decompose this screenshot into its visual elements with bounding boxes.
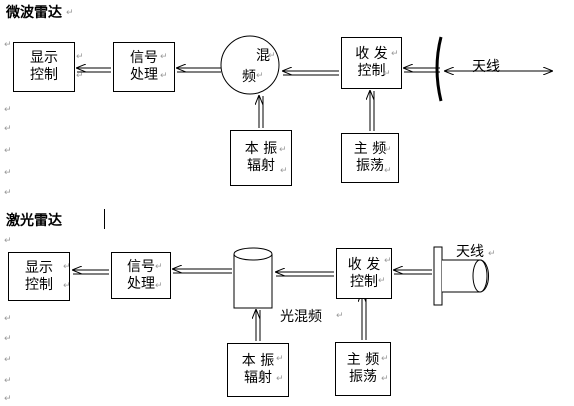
paragraph-mark: ↵: [4, 314, 12, 324]
laser-antenna-label: 天线: [456, 244, 484, 260]
main-osc-line-2: 振荡: [349, 369, 377, 385]
paragraph-mark: ↵: [268, 51, 276, 61]
main-osc-line-1: 主 频: [353, 141, 387, 157]
paragraph-mark: ↵: [160, 52, 168, 62]
txrx-line-1: 收 发: [355, 46, 388, 62]
paragraph-mark: ↵: [381, 374, 389, 384]
paragraph-mark: ↵: [155, 281, 163, 291]
paragraph-mark: ↵: [384, 145, 392, 155]
paragraph-mark: ↵: [66, 8, 74, 18]
paragraph-mark: ↵: [76, 71, 84, 81]
microwave-radar-title: 微波雷达: [6, 5, 62, 21]
laser-main-osc-box: 主 频 振荡: [335, 342, 391, 396]
signal-line-2: 处理: [130, 67, 158, 83]
paragraph-mark: ↵: [384, 166, 392, 176]
paragraph-mark: ↵: [63, 281, 71, 291]
signal-line-1: 信号: [130, 50, 158, 66]
microwave-local-osc-box: 本 振 辐射: [230, 130, 292, 186]
paragraph-mark: ↵: [4, 355, 12, 365]
main-osc-line-2: 振荡: [356, 158, 384, 174]
laser-display-control-box: 显示 控制: [8, 252, 70, 301]
laser-local-osc-box: 本 振 辐射: [227, 343, 289, 397]
txrx-line-1: 收 发: [347, 256, 381, 273]
local-osc-line-1: 本 振: [244, 141, 278, 157]
paragraph-mark: ↵: [160, 71, 168, 81]
microwave-display-control-box: 显示 控制: [13, 42, 75, 92]
microwave-mixer-label-2: 频: [242, 69, 256, 85]
paragraph-mark: ↵: [63, 262, 71, 272]
paragraph-mark: ↵: [384, 256, 392, 266]
laser-connectors: [73, 246, 490, 341]
paragraph-mark: ↵: [4, 376, 12, 386]
microwave-connectors: [77, 35, 552, 131]
paragraph-mark: ↵: [383, 69, 391, 79]
laser-signal-processing-box: 信号 处理: [111, 252, 171, 299]
paragraph-mark: ↵: [276, 354, 284, 364]
paragraph-mark: ↵: [4, 105, 12, 115]
mixer-circle: [220, 35, 280, 95]
display-line-1: 显示: [25, 259, 53, 276]
paragraph-mark: ↵: [4, 124, 12, 134]
microwave-mixer-label-1: 混: [256, 48, 270, 64]
laser-optical-mixing-label: 光混频: [280, 309, 322, 325]
local-osc-line-1: 本 振: [241, 353, 275, 369]
paragraph-mark: ↵: [155, 262, 163, 272]
paragraph-mark: ↵: [4, 188, 12, 198]
paragraph-mark: ↵: [391, 49, 399, 59]
microwave-signal-processing-box: 信号 处理: [113, 42, 175, 92]
paragraph-mark: ↵: [4, 40, 12, 50]
dish-antenna-shape: [435, 36, 443, 102]
paragraph-mark: ↵: [76, 52, 84, 62]
microwave-main-osc-box: 主 频 振荡: [341, 133, 399, 183]
microwave-txrx-control-box: 收 发 控制: [341, 37, 402, 89]
laser-antenna-shape: [433, 246, 490, 306]
laser-radar-title: 激光雷达: [6, 213, 62, 229]
paragraph-mark: ↵: [256, 71, 264, 81]
display-line-1: 显示: [30, 50, 58, 66]
display-line-2: 控制: [30, 67, 58, 83]
paragraph-mark: ↵: [4, 236, 12, 246]
paragraph-mark: ↵: [4, 146, 12, 156]
laser-txrx-control-box: 收 发 控制: [336, 248, 392, 299]
optical-mixer-cylinder: [233, 247, 273, 309]
paragraph-mark: ↵: [280, 166, 288, 176]
signal-line-2: 处理: [127, 275, 155, 292]
paragraph-mark: ↵: [336, 311, 344, 321]
paragraph-mark: ↵: [279, 145, 287, 155]
paragraph-mark: ↵: [276, 374, 284, 384]
display-line-2: 控制: [25, 276, 53, 293]
main-osc-line-1: 主 频: [346, 352, 380, 368]
local-osc-line-2: 辐射: [244, 370, 272, 386]
signal-line-1: 信号: [127, 258, 155, 275]
microwave-antenna-label: 天线: [472, 59, 500, 75]
txrx-line-2: 控制: [357, 63, 386, 79]
paragraph-mark: ↵: [4, 168, 12, 178]
paragraph-mark: ↵: [378, 276, 386, 286]
local-osc-line-2: 辐射: [247, 158, 275, 174]
paragraph-mark: ↵: [488, 249, 496, 259]
txrx-line-2: 控制: [350, 273, 378, 290]
paragraph-mark: ↵: [381, 354, 389, 364]
text-cursor: [104, 209, 105, 229]
paragraph-mark: ↵: [4, 394, 12, 404]
paragraph-mark: ↵: [4, 334, 12, 344]
